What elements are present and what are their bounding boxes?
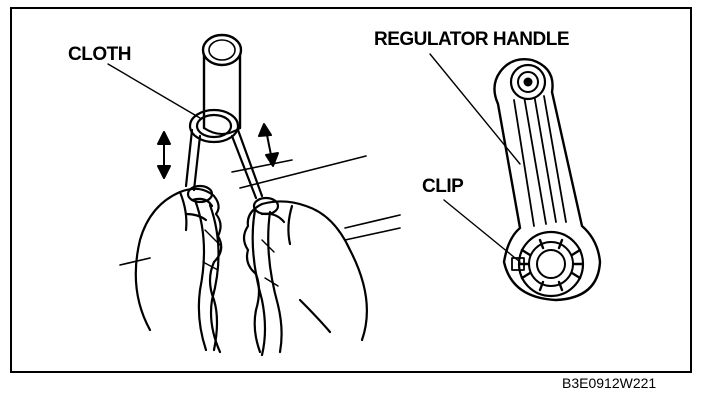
left-hand [134, 184, 223, 352]
regulator-handle-leader-line [429, 53, 521, 165]
handle-body [493, 58, 602, 302]
regulator-handle-label: REGULATOR HANDLE [374, 29, 570, 50]
figure-code: B3E0912W221 [562, 375, 657, 391]
cloth-label: CLOTH [68, 44, 131, 65]
clip-label: CLIP [422, 176, 464, 197]
clip [511, 230, 585, 298]
right-hand [242, 196, 368, 354]
regulator-shaft [201, 33, 243, 135]
door-trim-lines [119, 155, 401, 266]
up-down-arrow-left [157, 131, 171, 179]
clip-leader-line [443, 199, 521, 263]
handle-knob-hub [509, 63, 547, 101]
figure-border [10, 7, 692, 373]
cloth-leader-line [107, 63, 201, 119]
cloth-illustration [107, 33, 401, 357]
cloth-loop [184, 108, 283, 357]
regulator-handle-illustration [429, 53, 602, 302]
up-down-arrow-right [258, 123, 279, 167]
